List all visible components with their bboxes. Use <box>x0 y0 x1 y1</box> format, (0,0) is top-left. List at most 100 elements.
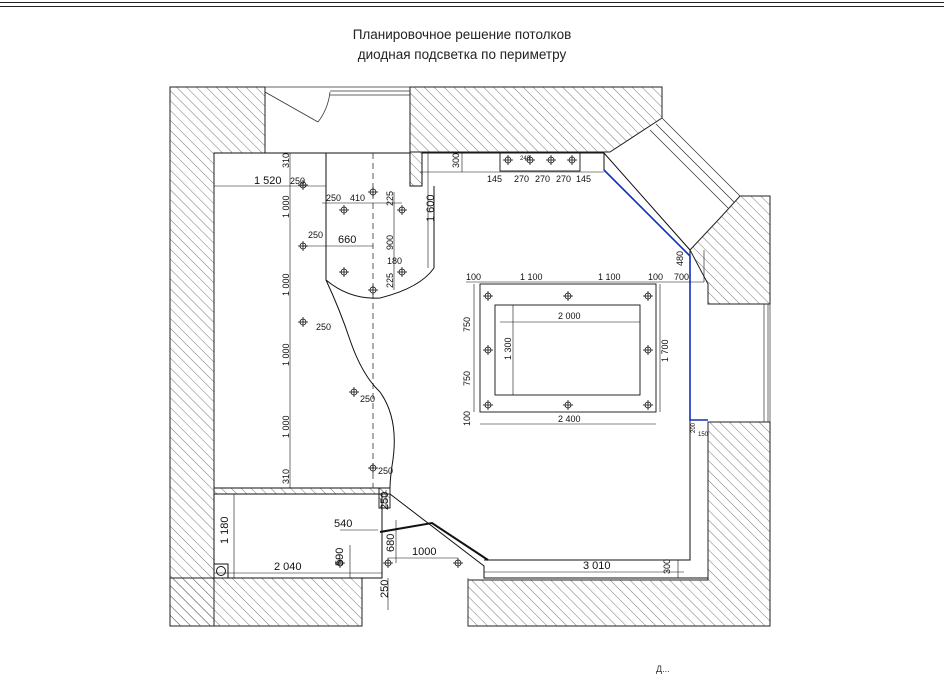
dim-label: 1 100 <box>520 272 543 282</box>
dim-label: 100 <box>462 411 472 426</box>
wall-top <box>409 86 663 153</box>
spot-light-icon <box>563 400 573 410</box>
dim-label: 2 040 <box>274 561 302 573</box>
dim-label: 2 000 <box>558 311 581 321</box>
spot-light-icon <box>525 155 535 165</box>
dim-label: 310 <box>281 153 291 168</box>
spot-light-icon <box>339 267 349 277</box>
spot-light-icon <box>643 345 653 355</box>
dimension-labels: 1 520 250 310 250 410 225 1 000 250 660 … <box>219 153 709 598</box>
corner-text-fragment: Д... <box>656 664 670 674</box>
drawing-title-line-2: диодная подсветка по периметру <box>357 47 567 62</box>
dim-label: 250 <box>308 230 323 240</box>
dim-label: 1000 <box>412 546 436 558</box>
dim-label: 700 <box>674 272 689 282</box>
spot-light-icon <box>298 317 308 327</box>
frame-top-line-1 <box>0 2 944 3</box>
spot-light-icon <box>483 400 493 410</box>
dim-label: 100 <box>466 272 481 282</box>
top-niche <box>499 152 581 172</box>
spot-light-icon <box>546 155 556 165</box>
spot-light-icon <box>483 345 493 355</box>
dim-label: 270 <box>535 174 550 184</box>
spot-light-icon <box>368 187 378 197</box>
spot-light-icon <box>383 558 393 568</box>
walls <box>169 86 771 627</box>
dimension-lines <box>214 153 705 610</box>
light-fixtures <box>298 155 653 568</box>
spot-light-icon <box>567 155 577 165</box>
wall-left <box>169 86 266 627</box>
dim-label: 1 700 <box>660 339 670 362</box>
dim-label: 270 <box>514 174 529 184</box>
wall-right-upper <box>689 195 771 305</box>
spot-light-icon <box>563 291 573 301</box>
dim-label: 3 010 <box>583 560 611 572</box>
dim-label: 145 <box>487 174 502 184</box>
dim-label: 680 <box>385 534 397 552</box>
dim-label: 300 <box>451 153 461 168</box>
spot-light-icon <box>339 205 349 215</box>
spot-light-icon <box>453 558 463 568</box>
led-strip <box>603 169 708 421</box>
dim-label: 1 100 <box>598 272 621 282</box>
dim-label: 270 <box>556 174 571 184</box>
dim-label: 1 300 <box>503 337 513 360</box>
spot-light-icon <box>397 205 407 215</box>
dim-label: 225 <box>385 191 395 206</box>
ceiling-recess <box>479 283 657 413</box>
dim-label: 1 180 <box>219 516 231 544</box>
windows <box>330 86 771 626</box>
dim-label: 1 000 <box>281 343 291 366</box>
dim-label: 900 <box>385 235 395 250</box>
dim-label: 750 <box>462 317 472 332</box>
spot-light-icon <box>349 387 359 397</box>
spot-light-icon <box>397 267 407 277</box>
dim-label: 540 <box>334 518 352 530</box>
dim-label: 180 <box>387 256 402 266</box>
dim-label: 250 <box>379 492 391 510</box>
entry-door <box>264 86 331 123</box>
dim-label: 480 <box>675 251 685 266</box>
dim-label: 2 400 <box>558 414 581 424</box>
dim-label: 100 <box>648 272 663 282</box>
dim-label: 1 600 <box>425 194 437 222</box>
spot-light-icon <box>368 463 378 473</box>
spot-light-icon <box>643 291 653 301</box>
dim-label: 310 <box>281 469 291 484</box>
dim-label: 300 <box>662 559 672 574</box>
partition-column <box>409 151 423 187</box>
drawing-title-line-1: Планировочное решение потолков <box>352 27 572 42</box>
spot-light-icon <box>483 291 493 301</box>
spot-light-icon <box>503 155 513 165</box>
dim-label: 150 <box>698 432 709 438</box>
dim-label: 250 <box>326 193 341 203</box>
dim-label: 250 <box>316 322 331 332</box>
wall-bottom-left <box>169 577 363 627</box>
dim-label: 250 <box>379 580 391 598</box>
dim-label: 145 <box>576 174 591 184</box>
dim-label: 590 <box>334 548 346 566</box>
dim-label: 250 <box>378 466 393 476</box>
dim-label: 660 <box>338 234 356 246</box>
dim-label: 250 <box>290 176 305 186</box>
dim-label: 240 <box>520 156 531 162</box>
frame-top-line-2 <box>0 6 944 7</box>
dim-label: 1 000 <box>281 195 291 218</box>
dim-label: 1 000 <box>281 415 291 438</box>
dim-label: 250 <box>360 394 375 404</box>
dim-label: 225 <box>385 273 395 288</box>
spot-light-icon <box>368 285 378 295</box>
spot-light-icon <box>335 558 345 568</box>
dim-label: 410 <box>350 193 365 203</box>
dim-label: 1 000 <box>281 273 291 296</box>
partition-bath <box>213 487 391 495</box>
wall-right-lower <box>467 421 771 627</box>
dim-label: 200 <box>691 422 697 433</box>
spot-light-icon <box>643 400 653 410</box>
spot-light-icon <box>298 180 308 190</box>
dim-label: 750 <box>462 371 472 386</box>
curved-ceiling-line <box>325 153 435 489</box>
dim-label: 1 520 <box>254 175 282 187</box>
